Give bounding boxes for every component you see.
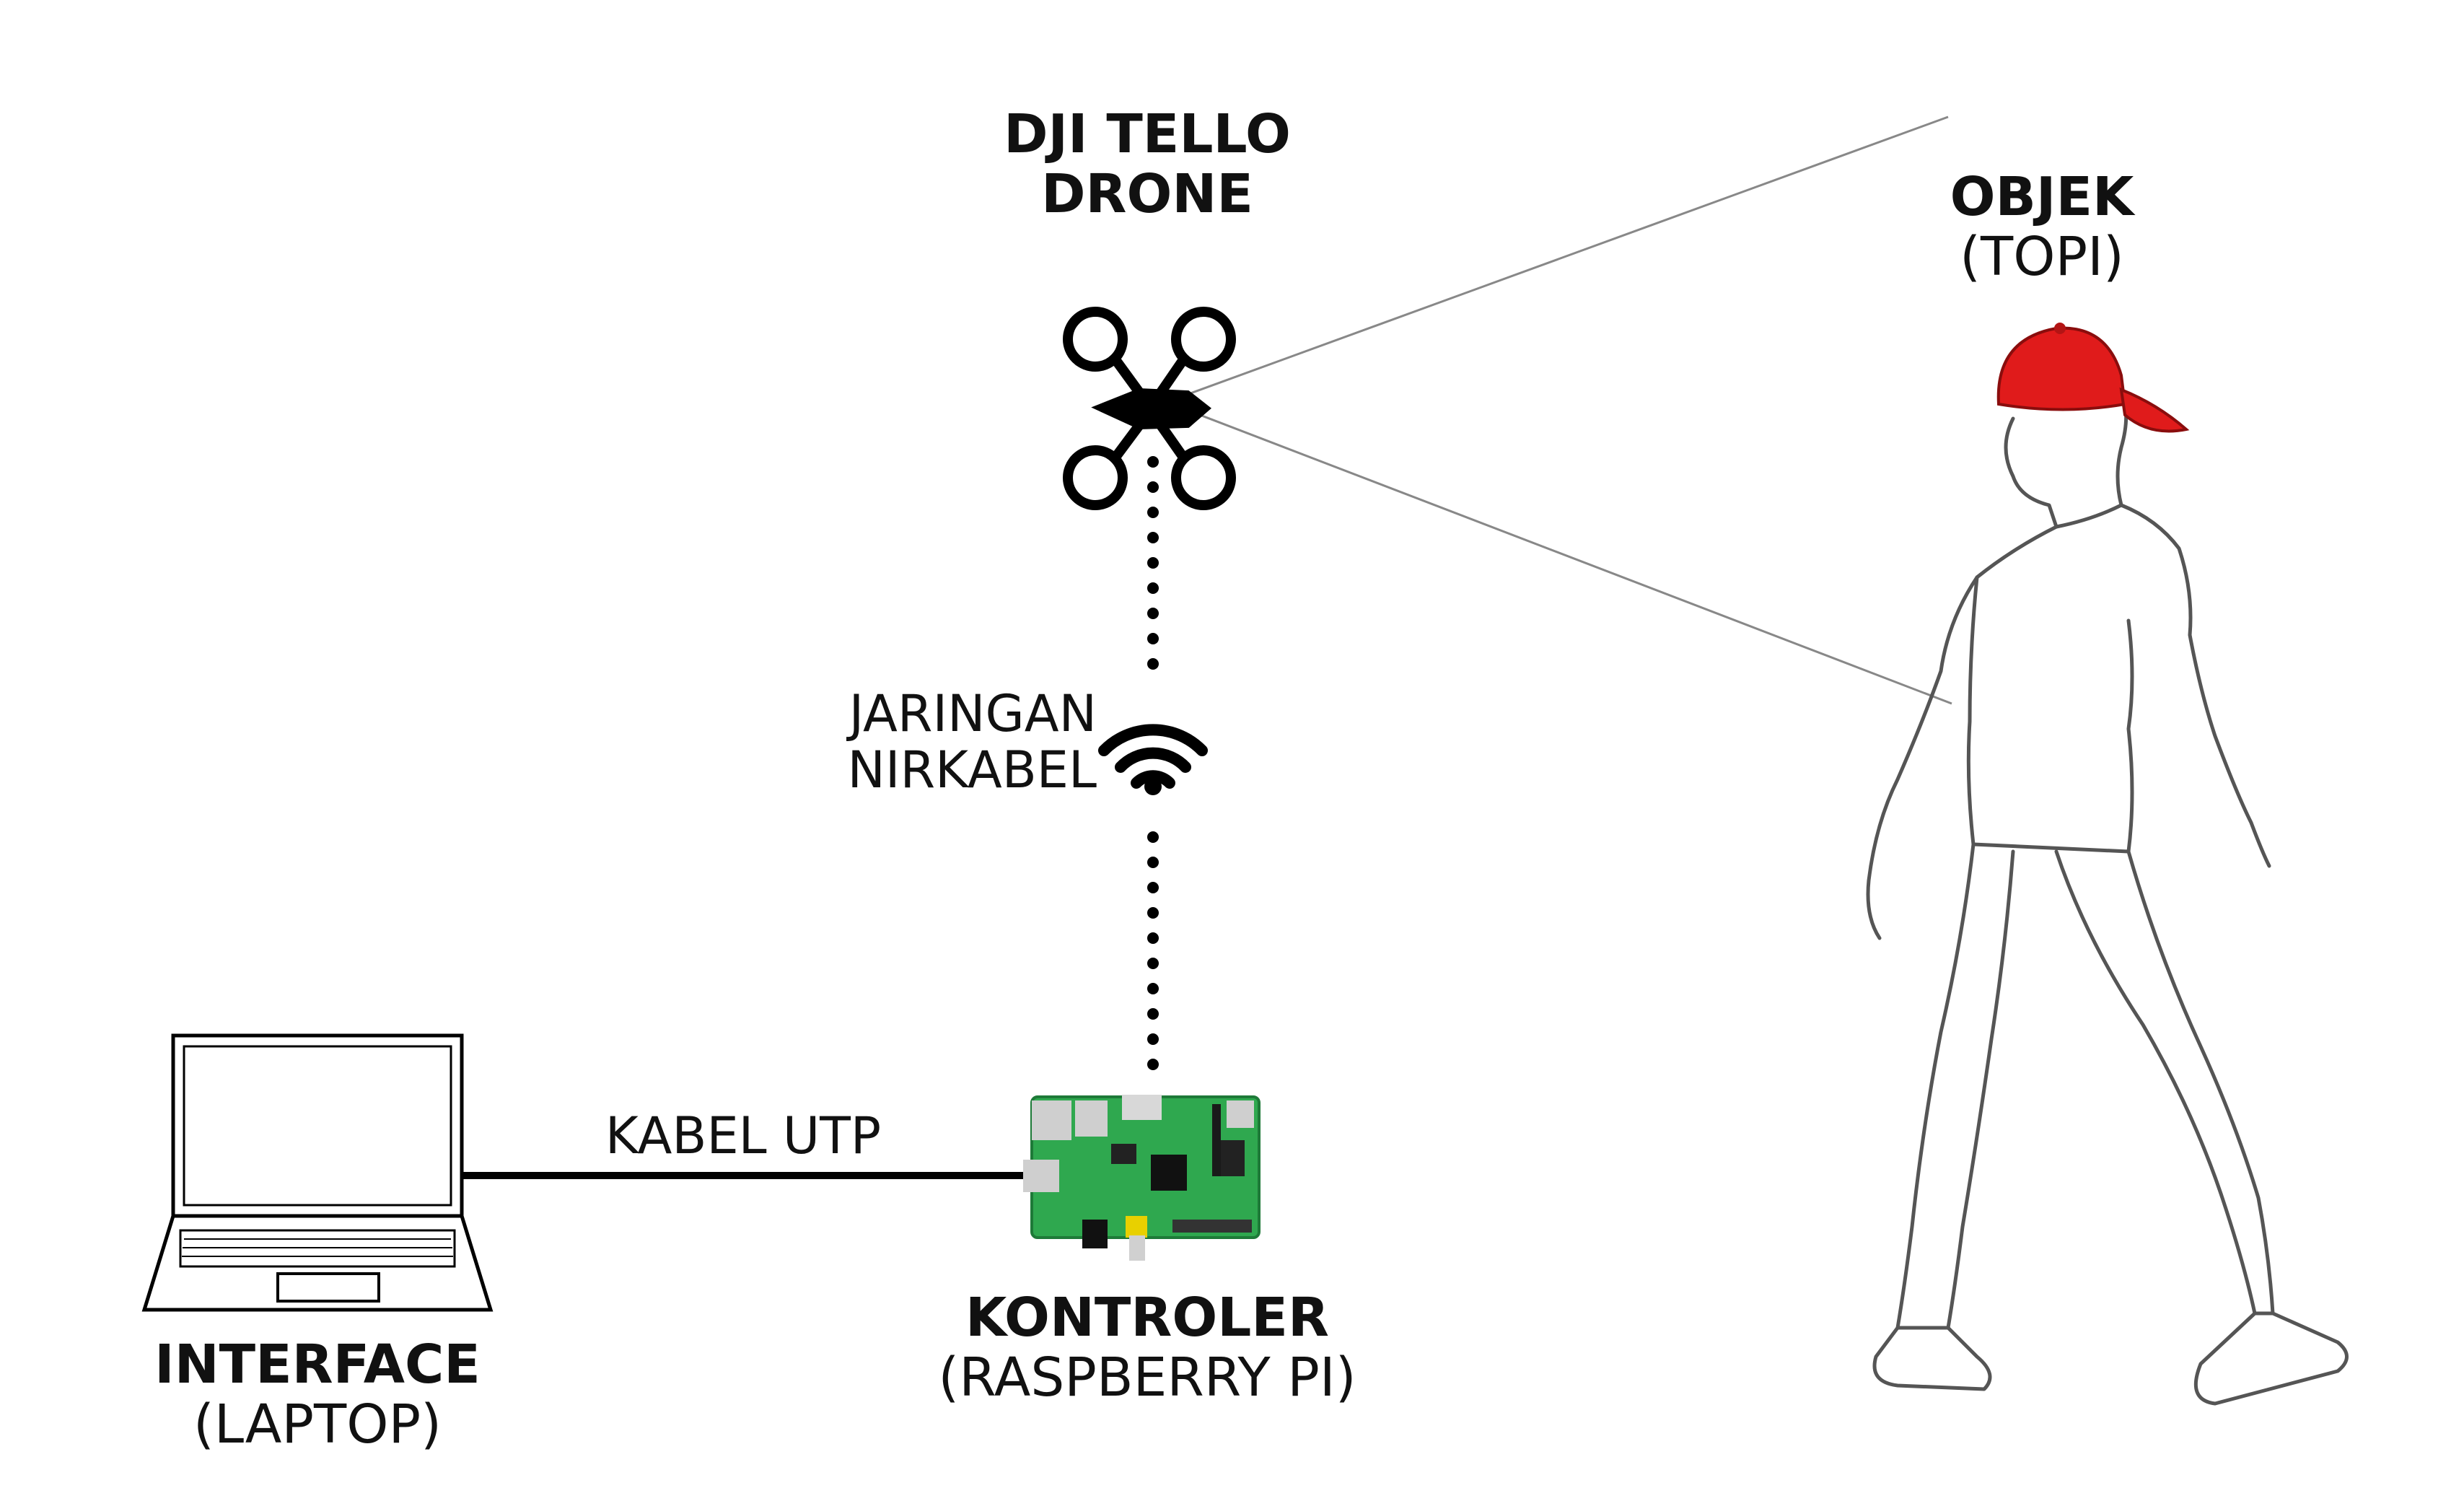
cap-icon xyxy=(1996,323,2190,433)
cable-label: KABEL UTP xyxy=(605,1106,882,1165)
controller-subtitle: (RASPBERRY PI) xyxy=(938,1346,1356,1409)
walking-person-illustration xyxy=(1866,402,2349,1406)
drone-icon xyxy=(1063,307,1236,510)
controller-title: KONTROLER xyxy=(965,1287,1329,1349)
interface-label: INTERFACE (LAPTOP) xyxy=(115,1335,519,1455)
drone-title-line2: DRONE xyxy=(1041,162,1253,225)
laptop-icon xyxy=(141,1033,494,1312)
wireless-label: JARINGAN NIRKABEL xyxy=(808,686,1097,799)
drone-title-line1: DJI TELLO xyxy=(1004,103,1291,165)
wireless-line2: NIRKABEL xyxy=(847,740,1097,800)
wireless-link-dots xyxy=(1147,456,1159,1070)
wireless-line1: JARINGAN xyxy=(849,684,1097,743)
raspberry-pi-icon xyxy=(1023,1095,1261,1261)
object-title: OBJEK xyxy=(1950,166,2134,228)
object-label: OBJEK (TOPI) xyxy=(1890,167,2193,287)
object-subtitle: (TOPI) xyxy=(1960,225,2124,288)
wifi-icon xyxy=(1098,724,1208,795)
drone-title: DJI TELLO DRONE xyxy=(967,105,1328,224)
interface-subtitle: (LAPTOP) xyxy=(193,1393,442,1456)
controller-label: KONTROLER (RASPBERRY PI) xyxy=(916,1288,1378,1408)
interface-title: INTERFACE xyxy=(154,1334,481,1396)
camera-view-lines xyxy=(1190,115,1952,705)
